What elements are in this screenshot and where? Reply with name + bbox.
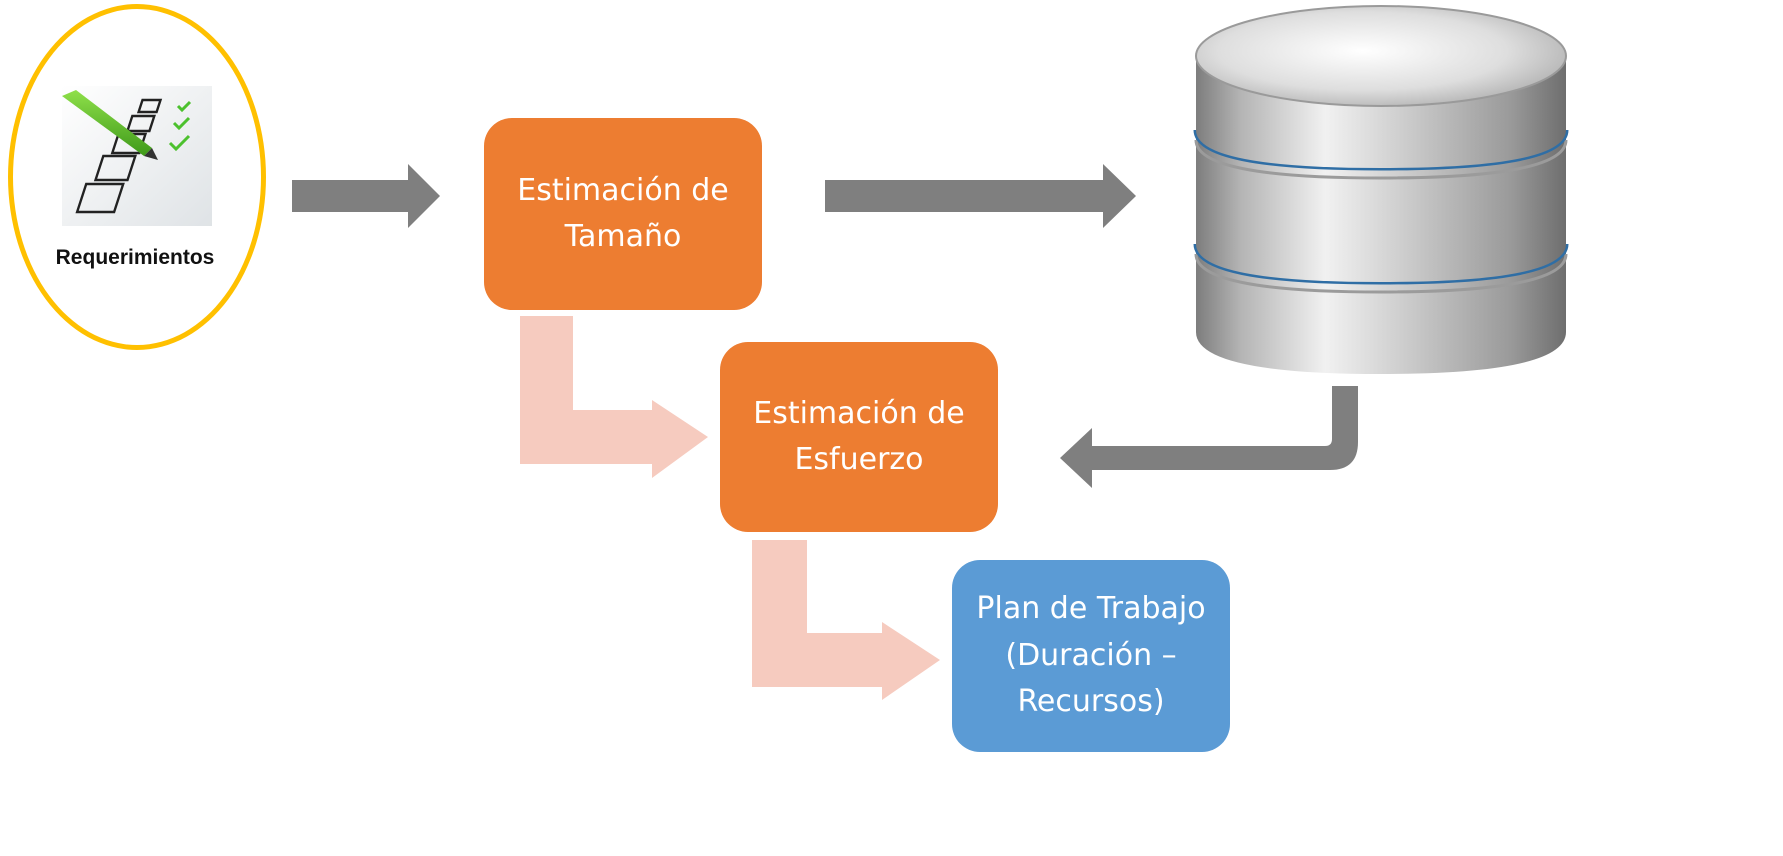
size-estimation-box: Estimación de Tamaño xyxy=(484,118,762,310)
work-plan-line-3: Recursos) xyxy=(1017,684,1165,720)
work-plan-box: Plan de Trabajo (Duración – Recursos) xyxy=(952,560,1230,752)
work-plan-line-1: Plan de Trabajo xyxy=(976,591,1206,627)
arrow-database-to-effort xyxy=(1060,386,1358,488)
requirements-node xyxy=(8,4,266,350)
size-estimation-line-2: Tamaño xyxy=(564,219,682,254)
arrow-size-to-database xyxy=(825,164,1136,228)
arrow-size-to-effort xyxy=(520,316,708,478)
arrow-effort-to-plan xyxy=(752,540,940,700)
effort-estimation-line-1: Estimación de xyxy=(753,395,965,431)
effort-estimation-line-2: Esfuerzo xyxy=(794,442,924,477)
work-plan-line-2: (Duración – xyxy=(1005,637,1177,673)
requirements-label: Requerimientos xyxy=(55,246,215,269)
effort-estimation-box: Estimación de Esfuerzo xyxy=(720,342,998,532)
arrow-requirements-to-size xyxy=(292,164,440,228)
size-estimation-line-1: Estimación de xyxy=(517,172,729,208)
checklist-icon xyxy=(62,86,212,226)
